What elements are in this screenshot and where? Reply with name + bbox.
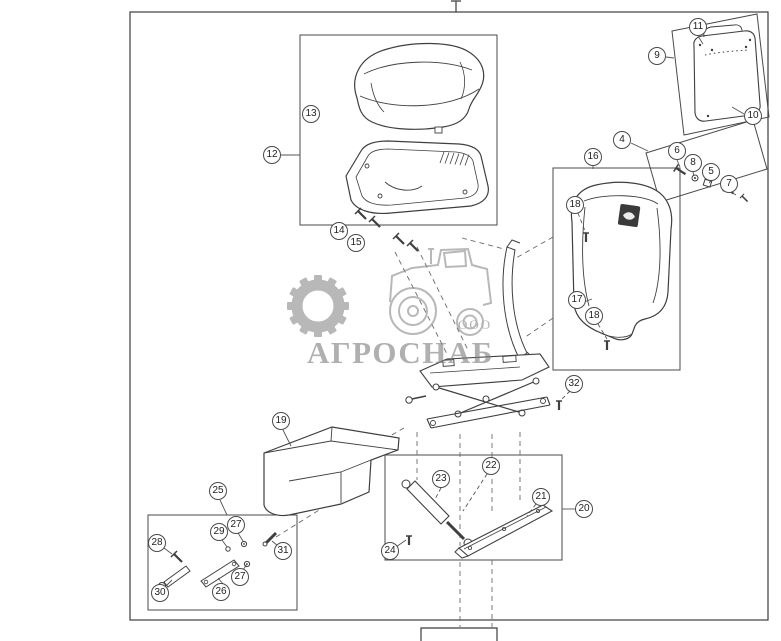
callout-11: 11 bbox=[689, 18, 707, 36]
callout-22: 22 bbox=[482, 457, 500, 475]
callout-13: 13 bbox=[302, 105, 320, 123]
callout-27: 27 bbox=[231, 568, 249, 586]
callout-20: 20 bbox=[575, 500, 593, 518]
callout-6: 6 bbox=[668, 142, 686, 160]
seat-pan bbox=[345, 140, 489, 215]
brand-logo bbox=[617, 203, 641, 228]
callout-32: 32 bbox=[565, 375, 583, 393]
seat-back-cushion bbox=[570, 181, 673, 352]
box-25 bbox=[147, 514, 298, 611]
callout-8: 8 bbox=[684, 154, 702, 172]
slide-rail bbox=[404, 504, 554, 559]
callout-30: 30 bbox=[151, 584, 169, 602]
callout-28: 28 bbox=[148, 534, 166, 552]
construction-lines bbox=[275, 236, 554, 627]
callout-18: 18 bbox=[585, 307, 603, 325]
floor-mat bbox=[263, 426, 400, 517]
callout-4: 4 bbox=[613, 131, 631, 149]
outer-frame bbox=[129, 0, 769, 641]
watermark: ООО АГРОСНАБ bbox=[287, 247, 494, 370]
seat-cushion bbox=[354, 42, 485, 134]
callout-23: 23 bbox=[432, 470, 450, 488]
box-16 bbox=[552, 167, 681, 371]
suspension-frame bbox=[405, 353, 564, 429]
box-9-11 bbox=[671, 13, 770, 136]
callout-17: 17 bbox=[568, 291, 586, 309]
callout-15: 15 bbox=[347, 234, 365, 252]
box-4-8 bbox=[645, 119, 768, 203]
callout-5: 5 bbox=[702, 163, 720, 181]
dashed-leader-lines bbox=[433, 212, 608, 517]
watermark-tractor-icon bbox=[389, 247, 493, 336]
callout-21: 21 bbox=[532, 488, 550, 506]
callout-16: 16 bbox=[584, 148, 602, 166]
watermark-gear-icon bbox=[287, 275, 349, 337]
callout-9: 9 bbox=[648, 47, 666, 65]
watermark-company-prefix: ООО bbox=[458, 317, 492, 332]
leader-lines bbox=[163, 35, 745, 587]
callout-31: 31 bbox=[274, 542, 292, 560]
callout-12: 12 bbox=[263, 146, 281, 164]
callout-25: 25 bbox=[209, 482, 227, 500]
callout-18: 18 bbox=[566, 196, 584, 214]
gas-strut bbox=[401, 479, 473, 548]
callout-10: 10 bbox=[744, 107, 762, 125]
callout-19: 19 bbox=[272, 412, 290, 430]
callout-26: 26 bbox=[212, 583, 230, 601]
callout-29: 29 bbox=[210, 523, 228, 541]
back-panel bbox=[693, 24, 761, 122]
seat-back-frame bbox=[502, 239, 539, 370]
callout-14: 14 bbox=[330, 222, 348, 240]
tilt-lever-parts bbox=[158, 531, 278, 590]
box-13 bbox=[299, 34, 498, 226]
detail-boxes bbox=[147, 13, 770, 611]
callout-24: 24 bbox=[381, 542, 399, 560]
callout-27: 27 bbox=[227, 516, 245, 534]
box-20 bbox=[384, 454, 563, 561]
callout-7: 7 bbox=[720, 175, 738, 193]
watermark-company-name: АГРОСНАБ bbox=[307, 335, 494, 370]
